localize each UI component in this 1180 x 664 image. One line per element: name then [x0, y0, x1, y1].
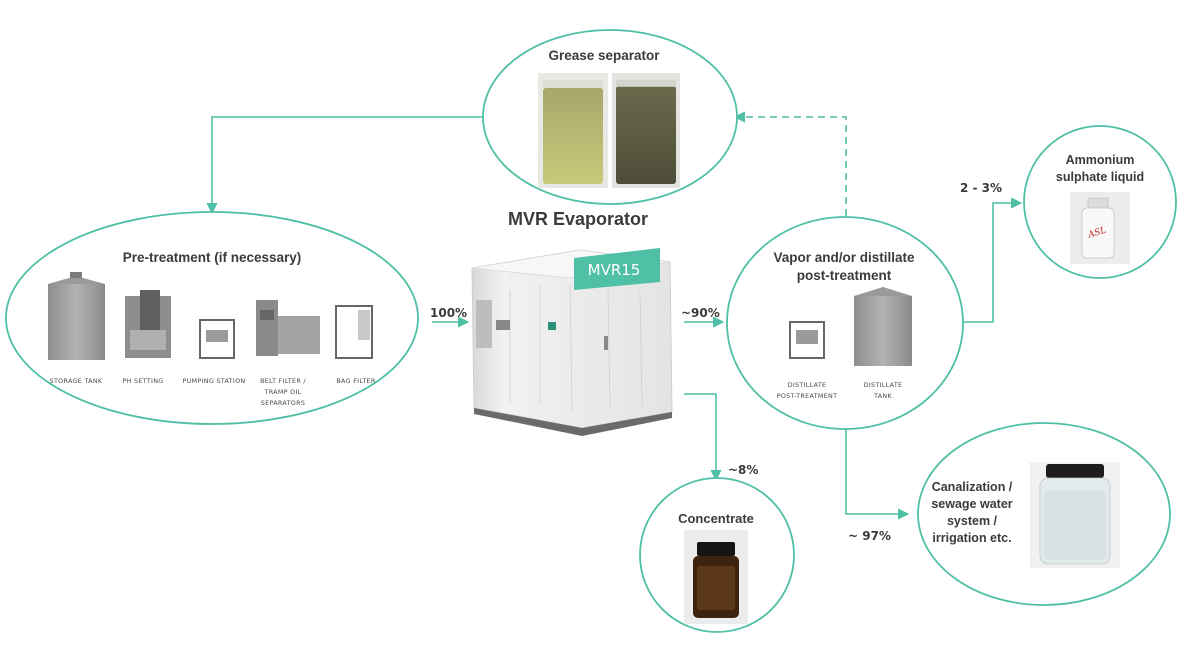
distillate-tank-image	[854, 287, 912, 366]
beaker-dark-image	[612, 73, 680, 188]
canal-title-1: Canalization /	[932, 480, 1013, 494]
percent-canal: ~ 97%	[848, 529, 891, 543]
caption-distillate-tank-1: DISTILLATE	[864, 381, 903, 389]
arrow-post-to-ammonium	[964, 197, 1023, 323]
pumping-station-image	[199, 319, 235, 359]
pretreatment-node: Pre-treatment (if necessary) STORAGE TAN…	[5, 211, 419, 425]
percent-concentrate: ~8%	[728, 463, 758, 477]
mvr-evaporator-machine-image: MVR15	[471, 248, 673, 436]
caption-bag-filter: BAG FILTER	[336, 377, 376, 385]
arrow-grease-to-pretreatment	[206, 116, 484, 215]
post-treatment-title-2: post-treatment	[797, 268, 892, 283]
evaporator-title: MVR Evaporator	[508, 209, 648, 229]
ammonium-title-1: Ammonium	[1066, 153, 1135, 167]
canalization-node: Canalization / sewage water system / irr…	[917, 422, 1171, 606]
caption-pumping-station: PUMPING STATION	[183, 377, 246, 385]
water-jar-image	[1030, 462, 1120, 568]
caption-belt-filter-3: SEPARATORS	[261, 399, 305, 407]
concentrate-jar-image	[684, 530, 748, 624]
caption-ph-setting: PH SETTING	[122, 377, 163, 385]
flow-lines	[206, 111, 1023, 520]
canal-title-4: irrigation etc.	[932, 531, 1011, 545]
machine-label: MVR15	[588, 261, 641, 279]
grease-separator-title: Grease separator	[548, 48, 660, 63]
percent-ammonium: 2 - 3%	[960, 181, 1002, 195]
ph-setting-image	[125, 290, 171, 358]
canal-title-2: sewage water	[931, 497, 1012, 511]
caption-distillate-post-1: DISTILLATE	[788, 381, 827, 389]
concentrate-node: Concentrate	[639, 477, 795, 633]
caption-distillate-post-2: POST-TREATMENT	[777, 392, 838, 400]
caption-storage-tank: STORAGE TANK	[50, 377, 103, 385]
arrow-evaporator-to-concentrate	[684, 393, 722, 482]
arrow-post-to-grease-dashed	[733, 111, 847, 216]
caption-belt-filter-2: TRAMP OIL	[263, 388, 301, 396]
arrow-post-to-canal	[845, 428, 910, 520]
post-treatment-node: Vapor and/or distillate post-treatment D…	[726, 216, 964, 430]
percent-input: 100%	[430, 306, 467, 320]
grease-separator-node: Grease separator	[482, 29, 738, 205]
beaker-light-image	[538, 73, 608, 188]
caption-belt-filter-1: BELT FILTER /	[260, 377, 306, 385]
ammonium-node: Ammonium sulphate liquid ASL	[1023, 125, 1177, 279]
belt-filter-image	[256, 300, 320, 356]
concentrate-title: Concentrate	[678, 511, 754, 526]
storage-tank-image	[48, 272, 105, 360]
caption-distillate-tank-2: TANK	[873, 392, 892, 400]
post-treatment-title-1: Vapor and/or distillate	[773, 250, 915, 265]
ammonium-title-2: sulphate liquid	[1056, 170, 1144, 184]
pretreatment-captions: STORAGE TANK PH SETTING PUMPING STATION …	[50, 377, 376, 407]
pretreatment-title: Pre-treatment (if necessary)	[123, 250, 302, 265]
ammonium-bottle-image: ASL	[1070, 192, 1130, 264]
canal-title-3: system /	[947, 514, 998, 528]
distillate-post-treatment-image	[789, 321, 825, 359]
bag-filter-image	[335, 305, 373, 359]
percent-output: ~90%	[681, 306, 720, 320]
